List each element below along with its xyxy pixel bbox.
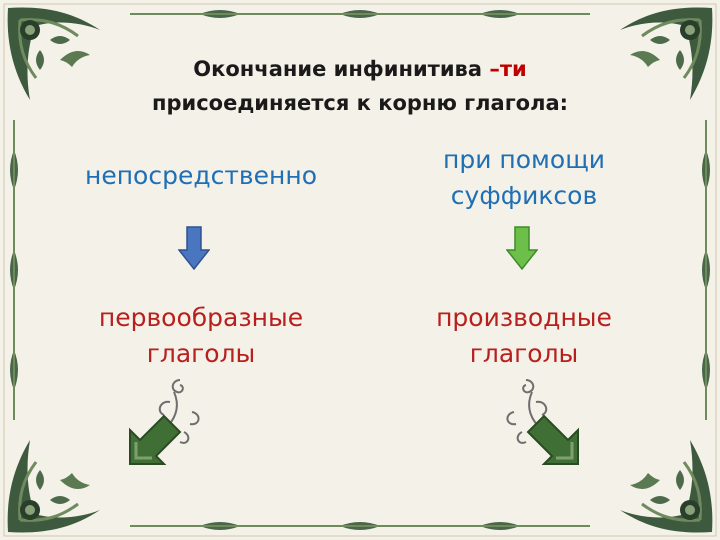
label-primary-verbs-line-2: глаголы [146,339,256,368]
label-directly: непосредственно [84,161,318,190]
ornamental-arrow-icon [129,379,200,465]
label-primary-verbs-line-1: первообразные [98,303,304,332]
label-primary-verbs: первообразные глаголы [70,300,332,372]
title-line-2: присоединяется к корню глагола: [151,91,569,115]
label-with-suffixes: при помощи суффиксов [400,142,648,214]
label-derived-verbs-line-1: производные [436,303,612,332]
label-with-suffixes-line-2: суффиксов [450,181,598,210]
title-accent-suffix: –ти [489,57,527,81]
title-line-1-text: Окончание инфинитива [193,57,490,81]
ornamental-arrow-icon [506,379,579,465]
label-derived-verbs: производные глаголы [400,300,648,372]
title-line-1: Окончание инфинитива –ти [0,52,720,86]
label-with-suffixes-line-1: при помощи [443,145,605,174]
arrow-down-icon [178,226,210,270]
label-derived-verbs-line-2: глаголы [469,339,579,368]
slide-title: Окончание инфинитива –ти присоединяется … [0,52,720,120]
arrow-down-icon [506,226,538,270]
